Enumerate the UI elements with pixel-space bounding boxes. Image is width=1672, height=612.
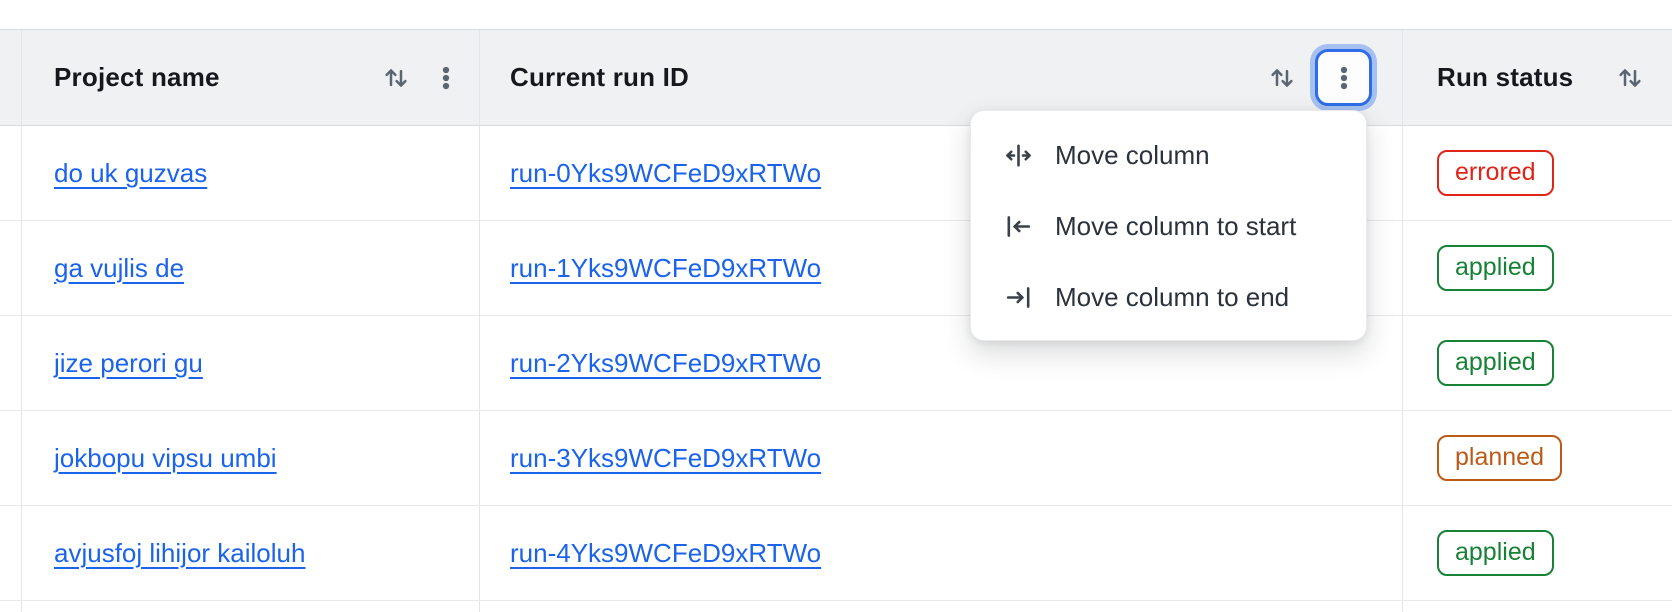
run-status-column-label: Run status (1437, 62, 1574, 92)
sort-icon[interactable] (381, 62, 411, 94)
gutter-cell (0, 601, 22, 612)
table-row: jokbopu vipsu umbi run-3Yks9WCFeD9xRTWo … (0, 411, 1672, 506)
run-id-cell: run-4Yks9WCFeD9xRTWo (480, 506, 1403, 600)
column-header-run-status: Run status (1403, 30, 1672, 125)
projects-table: Project name Curre (0, 29, 1672, 612)
project-name-header-icons (381, 62, 479, 94)
column-menu-button-focused[interactable] (1315, 49, 1372, 106)
run-status-cell: planned (1403, 411, 1672, 505)
run-id-cell: run-3Yks9WCFeD9xRTWo (480, 411, 1403, 505)
run-id-cell: run-0Yks9WCFeD9xRTWo (480, 126, 1403, 220)
run-id-link[interactable]: run-1Yks9WCFeD9xRTWo (510, 252, 822, 283)
column-header-current-run-id: Current run ID (480, 30, 1403, 125)
project-name-cell: jokbopu vipsu umbi (22, 411, 480, 505)
menu-item-move-column[interactable]: Move column (971, 120, 1366, 191)
gutter-header-cell (0, 30, 22, 125)
run-id-cell (480, 601, 1403, 612)
menu-item-move-column-to-end[interactable]: Move column to end (971, 262, 1366, 333)
project-link[interactable]: jokbopu vipsu umbi (54, 442, 277, 473)
kebab-menu-icon (1331, 63, 1357, 93)
run-id-link[interactable]: run-3Yks9WCFeD9xRTWo (510, 442, 822, 473)
current-run-id-column-label: Current run ID (510, 62, 690, 92)
column-header-project-name: Project name (22, 30, 480, 125)
sort-icon[interactable] (1267, 62, 1297, 94)
status-badge: applied (1437, 530, 1554, 576)
menu-item-label: Move column (1055, 140, 1210, 170)
run-id-link[interactable]: run-0Yks9WCFeD9xRTWo (510, 157, 822, 188)
project-name-cell: avjusfoj lihijor kailoluh (22, 506, 480, 600)
project-link[interactable]: avjusfoj lihijor kailoluh (54, 537, 306, 568)
status-badge: errored (1437, 150, 1554, 196)
current-run-id-header-icons (1267, 49, 1402, 106)
status-badge: applied (1437, 245, 1554, 291)
menu-item-label: Move column to end (1055, 282, 1290, 312)
column-context-menu: Move column Move column to start Move co… (970, 110, 1367, 341)
run-id-link[interactable]: run-4Yks9WCFeD9xRTWo (510, 537, 822, 568)
run-status-cell: applied (1403, 221, 1672, 315)
table-header-row: Project name Curre (0, 29, 1672, 126)
status-badge: planned (1437, 435, 1562, 481)
project-name-cell (22, 601, 480, 612)
project-link[interactable]: do uk guzvas (54, 157, 208, 188)
table-row: avjusfoj lihijor kailoluh run-4Yks9WCFeD… (0, 506, 1672, 601)
run-status-cell: errored (1403, 126, 1672, 220)
run-status-cell: applied (1403, 506, 1672, 600)
project-link[interactable]: ga vujlis de (54, 252, 185, 283)
menu-item-label: Move column to start (1055, 211, 1297, 241)
gutter-cell (0, 316, 22, 410)
sort-icon[interactable] (1615, 62, 1645, 94)
run-status-cell (1403, 601, 1672, 612)
gutter-cell (0, 221, 22, 315)
table-row: ga vujlis de run-1Yks9WCFeD9xRTWo applie… (0, 221, 1672, 316)
gutter-cell (0, 411, 22, 505)
project-name-cell: jize perori gu (22, 316, 480, 410)
run-id-link[interactable]: run-2Yks9WCFeD9xRTWo (510, 347, 822, 378)
run-status-header-icons (1615, 62, 1672, 94)
menu-item-move-column-to-start[interactable]: Move column to start (971, 191, 1366, 262)
move-column-to-start-icon (1003, 211, 1034, 242)
project-name-cell: ga vujlis de (22, 221, 480, 315)
run-status-cell: applied (1403, 316, 1672, 410)
move-column-to-end-icon (1003, 282, 1034, 313)
move-column-icon (1003, 140, 1034, 171)
table-row: jize perori gu run-2Yks9WCFeD9xRTWo appl… (0, 316, 1672, 411)
run-id-cell: run-1Yks9WCFeD9xRTWo (480, 221, 1403, 315)
project-name-cell: do uk guzvas (22, 126, 480, 220)
project-name-column-label: Project name (54, 62, 220, 92)
table-row: do uk guzvas run-0Yks9WCFeD9xRTWo errore… (0, 126, 1672, 221)
run-id-cell: run-2Yks9WCFeD9xRTWo (480, 316, 1403, 410)
project-link[interactable]: jize perori gu (54, 347, 203, 378)
gutter-cell (0, 126, 22, 220)
kebab-menu-icon[interactable] (433, 63, 459, 93)
table-row-partial (0, 601, 1672, 612)
status-badge: applied (1437, 340, 1554, 386)
gutter-cell (0, 506, 22, 600)
